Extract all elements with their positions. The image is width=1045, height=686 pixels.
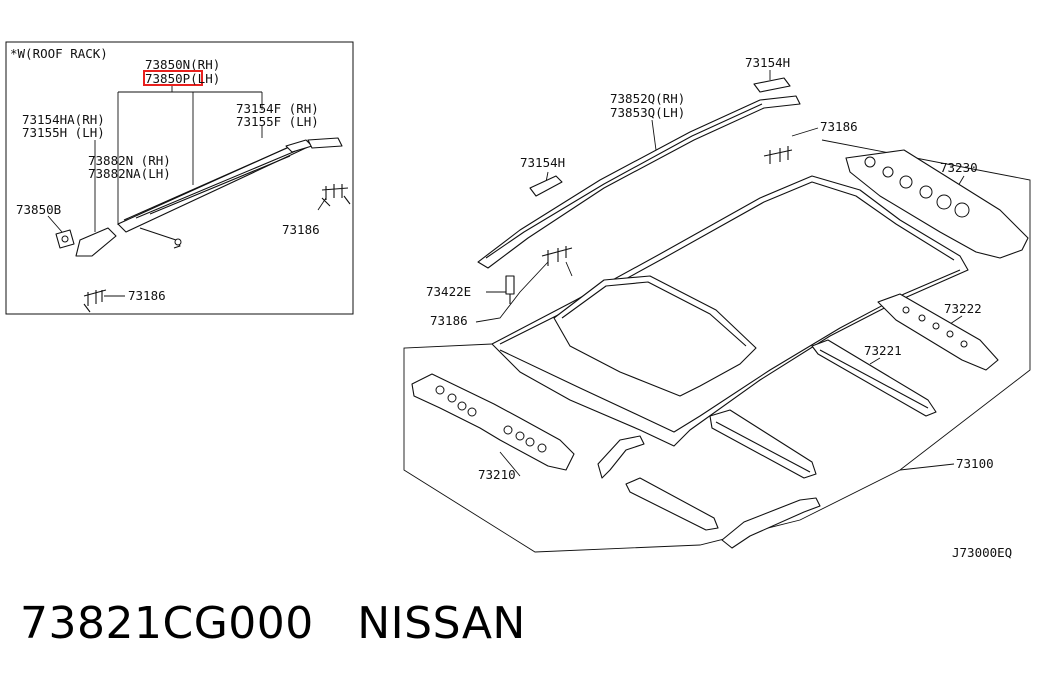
label-73222: 73222 bbox=[944, 301, 982, 316]
label-73154f: 73154F (RH) bbox=[236, 101, 319, 116]
label-73852q: 73852Q(RH) bbox=[610, 91, 685, 106]
label-73210: 73210 bbox=[478, 467, 516, 482]
label-73850p: 73850P(LH) bbox=[145, 71, 220, 86]
roof-bow-73222 bbox=[877, 293, 999, 371]
label-73882na: 73882NA(LH) bbox=[88, 166, 171, 181]
rear-header-73230 bbox=[845, 149, 1029, 259]
clip-73186-top bbox=[763, 146, 793, 164]
part-caption: 73821CG000 NISSAN bbox=[20, 598, 526, 649]
inset-frame bbox=[5, 41, 354, 315]
label-73155h: 73155H (LH) bbox=[22, 125, 105, 140]
inset-clip-73186-right bbox=[321, 184, 351, 207]
inset-roof-rail bbox=[75, 137, 343, 257]
highlight-box-73850p bbox=[143, 70, 203, 86]
clip-73186-left bbox=[541, 246, 573, 266]
diagram-code: J73000EQ bbox=[952, 545, 1012, 560]
label-73422e: 73422E bbox=[426, 284, 471, 299]
clip-73154h-left bbox=[529, 175, 563, 197]
bolt-73422e bbox=[505, 275, 515, 304]
label-73186-left: 73186 bbox=[430, 313, 468, 328]
inset-clip-73850b bbox=[55, 229, 75, 249]
label-73186-top: 73186 bbox=[820, 119, 858, 134]
main-leader-lines bbox=[475, 70, 965, 477]
label-73154h-top: 73154H bbox=[745, 55, 790, 70]
label-73853q: 73853Q(LH) bbox=[610, 105, 685, 120]
label-73154h-left: 73154H bbox=[520, 155, 565, 170]
inset-clip-73186-bottom bbox=[83, 289, 107, 313]
label-73221: 73221 bbox=[864, 343, 902, 358]
front-header-73210 bbox=[411, 373, 575, 471]
caption-part-number: 73821CG000 bbox=[20, 598, 314, 649]
label-73186-inset-bottom: 73186 bbox=[128, 288, 166, 303]
label-73850n: 73850N(RH) bbox=[145, 57, 220, 72]
label-73850b: 73850B bbox=[16, 202, 61, 217]
label-73230: 73230 bbox=[940, 160, 978, 175]
label-73155f: 73155F (LH) bbox=[236, 114, 319, 129]
roof-panel-73100 bbox=[491, 175, 969, 447]
roof-rail-main bbox=[477, 95, 801, 269]
label-73882n: 73882N (RH) bbox=[88, 153, 171, 168]
inset-title: *W(ROOF RACK) bbox=[10, 46, 108, 61]
roof-bow-73221 bbox=[811, 339, 937, 417]
label-73100: 73100 bbox=[956, 456, 994, 471]
label-73154ha: 73154HA(RH) bbox=[22, 112, 105, 127]
clip-73154h-top bbox=[753, 77, 791, 93]
sunroof-frame-pieces bbox=[597, 409, 821, 549]
caption-brand: NISSAN bbox=[357, 598, 526, 649]
label-73186-inset-right: 73186 bbox=[282, 222, 320, 237]
